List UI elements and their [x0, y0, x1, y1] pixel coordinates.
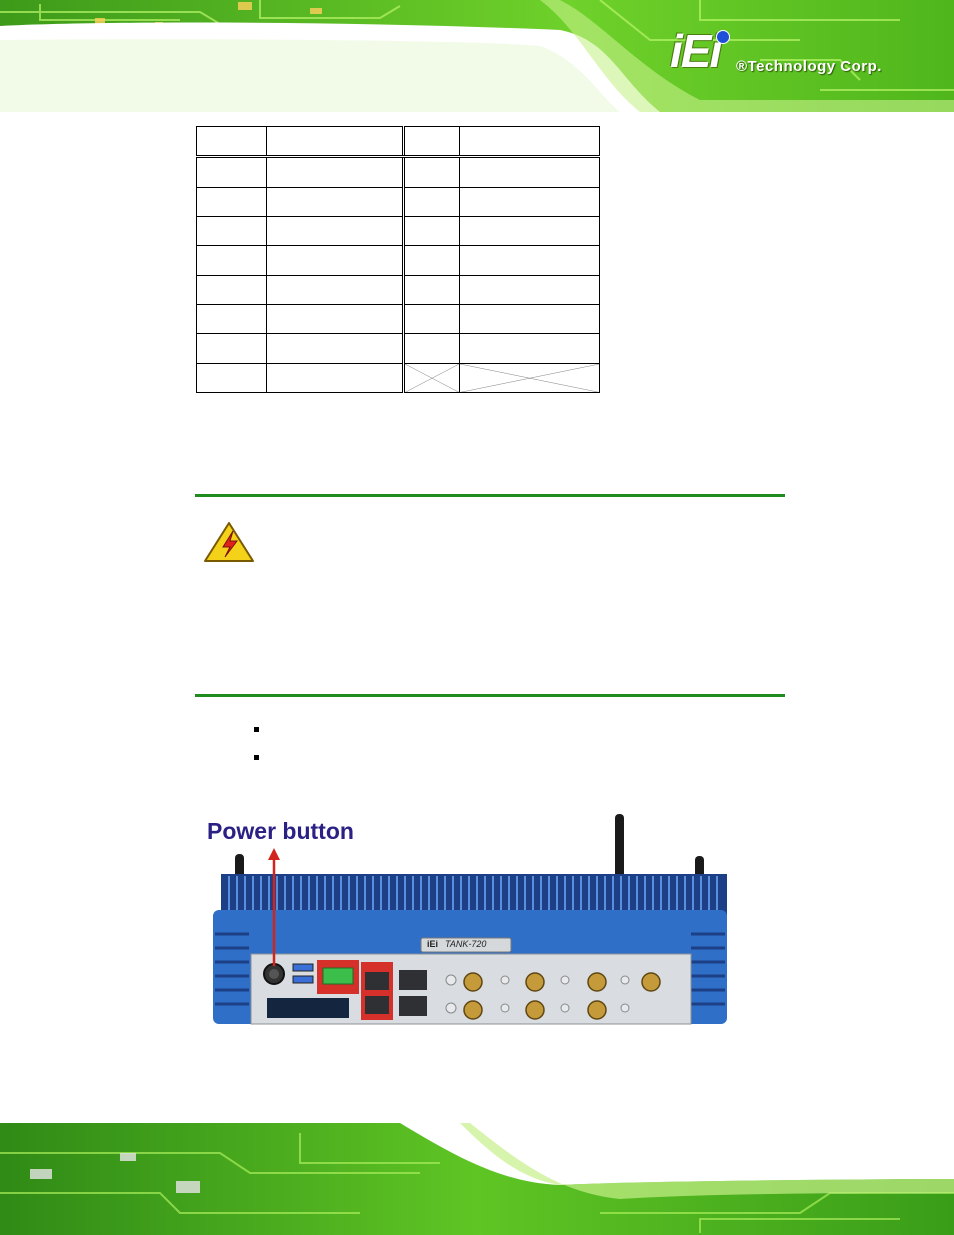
table-row [195, 245, 601, 276]
table-cell [401, 333, 460, 364]
table-cell [458, 156, 601, 188]
table-cell [401, 186, 460, 217]
cross-mark [404, 363, 459, 392]
iei-logo: iEi ®Technology Corp. [666, 28, 916, 84]
device-photo: iEi TANK-720 [205, 814, 735, 1030]
table-cell [195, 125, 268, 159]
table-cell [195, 186, 268, 217]
tank-720-front-panel-illustration [213, 814, 727, 1025]
table-cell [401, 156, 460, 188]
table-cell [266, 274, 404, 305]
table-cell [266, 362, 404, 394]
header-banner: iEi ®Technology Corp. [0, 0, 954, 112]
table-row [195, 186, 601, 217]
logo-dot [716, 30, 730, 44]
logo-mark: iEi [670, 25, 722, 77]
table-cell [458, 274, 601, 305]
table-cell [458, 125, 601, 159]
table-row [195, 156, 601, 188]
table-cell [401, 303, 460, 335]
crossed-cell [458, 362, 601, 394]
table-cell [458, 303, 601, 335]
table-cell [266, 215, 404, 247]
table-header-row [195, 125, 601, 159]
table-cell [458, 186, 601, 217]
table-cell [401, 245, 460, 276]
table-cell [195, 156, 268, 188]
table-cell [458, 215, 601, 247]
crossed-cell [401, 362, 460, 394]
warning-bottom-rule [195, 694, 785, 697]
table-cell [401, 215, 460, 247]
table-cell [401, 274, 460, 305]
table-cell [266, 125, 404, 159]
table-row [195, 274, 601, 305]
logo-text: ®Technology Corp. [736, 58, 882, 75]
table-cell [195, 274, 268, 305]
pin-table [195, 125, 601, 394]
footer-banner [0, 1123, 954, 1235]
table-row [195, 333, 601, 364]
table-cell [266, 245, 404, 276]
table-cell [401, 125, 460, 159]
table-cell [195, 362, 268, 394]
bullet-marker [254, 755, 259, 760]
table-cell [458, 245, 601, 276]
table-row [195, 215, 601, 247]
table-cell [266, 156, 404, 188]
high-voltage-warning-icon [203, 521, 255, 563]
device-badge: TANK-720 [445, 939, 487, 949]
table-cell [195, 303, 268, 335]
cross-mark [459, 363, 599, 392]
table-cell [266, 333, 404, 364]
table-cell [458, 333, 601, 364]
warning-top-rule [195, 494, 785, 497]
circuit-board-header-art [0, 0, 954, 112]
table-cell [266, 303, 404, 335]
table-cell [195, 215, 268, 247]
power-button-callout: Power button [207, 818, 354, 844]
bullet-marker [254, 727, 259, 732]
table-cell [195, 333, 268, 364]
table-row [195, 303, 601, 335]
table-cell [195, 245, 268, 276]
circuit-board-footer-art [0, 1123, 954, 1235]
device-brand: iEi [427, 939, 439, 949]
table-cell [266, 186, 404, 217]
table-row [195, 362, 601, 394]
